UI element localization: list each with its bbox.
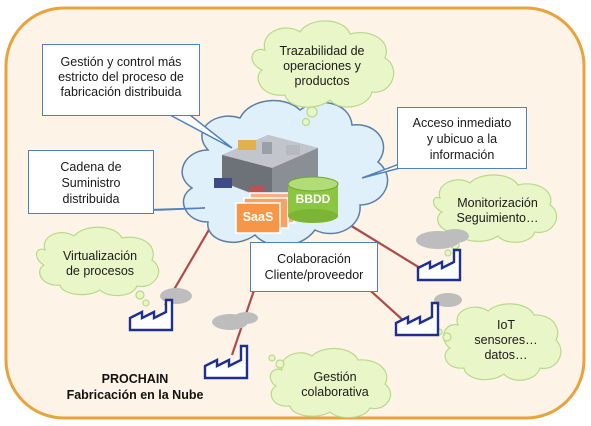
callout-acceso-line-1: Acceso inmediato [412, 116, 512, 130]
cloud-virtualizacion-line-2: de procesos [65, 264, 135, 278]
factory-icon-bottom [203, 344, 249, 380]
callout-acceso-inmediato: Acceso inmediato y ubicuo a la informaci… [397, 107, 527, 169]
cloud-iot: IoT sensores… datos… [462, 318, 550, 363]
cloud-iot-line-2: sensores… [474, 333, 538, 347]
cloud-iot-line-1: IoT [496, 318, 516, 332]
callout-gestion-line-2: estricto del proceso de [58, 70, 184, 84]
callout-gestion-control: Gestión y control más estricto del proce… [42, 44, 200, 116]
title-line-2: Fabricación en la Nube [66, 388, 204, 402]
cloud-gestion-line-1: Gestión [313, 370, 357, 384]
callout-colaboracion-line-2: Cliente/proveedor [264, 268, 364, 282]
cloud-gestion-line-2: colaborativa [301, 385, 369, 399]
saas-icon [235, 192, 295, 234]
callout-acceso-line-3: información [429, 148, 495, 162]
cloud-monitorizacion: Monitorización Seguimiento… [445, 196, 550, 226]
cloud-trazabilidad-line-3: productos [294, 74, 350, 88]
cloud-monitorizacion-line-1: Monitorización [457, 196, 538, 210]
database-label: BBDD [295, 192, 331, 206]
title-line-1: PROCHAIN [101, 372, 169, 386]
callout-cadena-suministro: Cadena de Suministro distribuida [28, 150, 154, 214]
cloud-virtualizacion-line-1: Virtualización [62, 249, 138, 263]
thought-clouds [36, 20, 562, 419]
callout-cadena-line-2: Suministro [61, 176, 121, 190]
factory-icon-right-top [416, 248, 462, 282]
callout-acceso-line-2: y ubicuo a la [426, 132, 498, 146]
cloud-trazabilidad-line-1: Trazabilidad de [279, 44, 365, 58]
callout-colaboracion: Colaboración Cliente/proveedor [250, 242, 378, 292]
callout-gestion-line-3: fabricación distribuida [60, 85, 182, 99]
cloud-monitorizacion-line-2: Seguimiento… [456, 211, 539, 225]
database-icon [287, 176, 339, 223]
cloud-trazabilidad: Trazabilidad de operaciones y productos [262, 44, 382, 89]
cloud-virtualizacion: Virtualización de procesos [50, 249, 150, 279]
cloud-iot-line-3: datos… [484, 348, 528, 362]
saas-label: SaaS [242, 210, 274, 224]
factory-icons [128, 248, 462, 380]
callout-colaboracion-line-1: Colaboración [277, 252, 351, 266]
factory-icon-left [128, 298, 174, 332]
cloud-gestion-colaborativa: Gestión colaborativa [290, 370, 380, 400]
callout-gestion-line-1: Gestión y control más [60, 55, 182, 69]
diagram-title: PROCHAIN Fabricación en la Nube [50, 371, 220, 403]
callout-cadena-line-3: distribuida [62, 192, 120, 206]
cloud-trazabilidad-line-2: operaciones y [283, 59, 361, 73]
callout-cadena-line-1: Cadena de [60, 160, 122, 174]
factory-icon-right-mid [394, 301, 440, 337]
